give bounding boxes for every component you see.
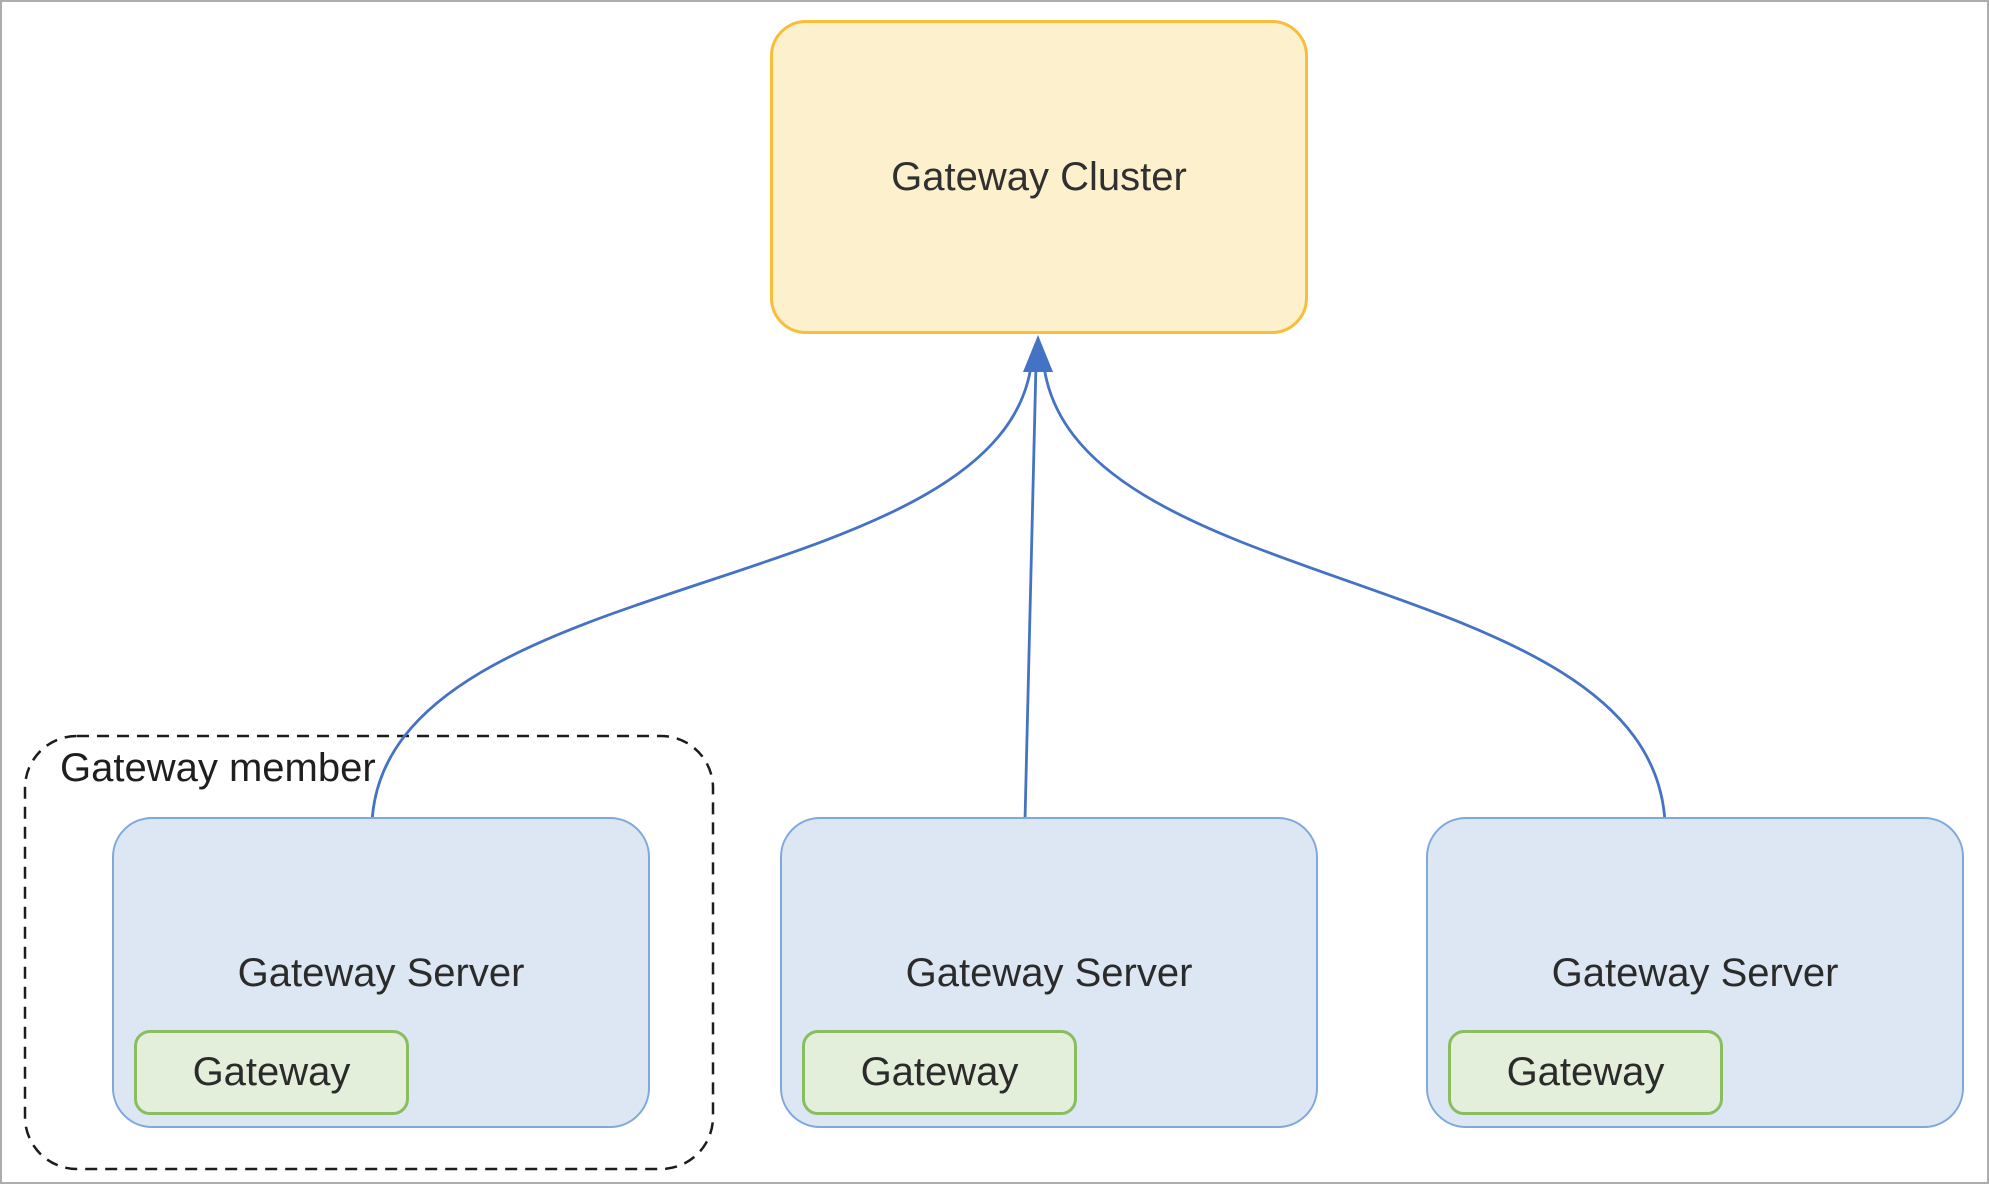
gateway-box-3: Gateway (1448, 1030, 1723, 1115)
gateway-server-label: Gateway Server (905, 951, 1193, 995)
gateway-label: Gateway (1506, 1050, 1665, 1094)
gateway-server-box-3: Gateway Server Gateway (1426, 817, 1964, 1128)
gateway-box-1: Gateway (134, 1030, 409, 1115)
gateway-server-label: Gateway Server (1551, 951, 1839, 995)
gateway-server-label: Gateway Server (237, 951, 525, 995)
gateway-member-group-label: Gateway member (60, 746, 376, 790)
connector-middle-server-to-cluster (1023, 362, 1038, 822)
gateway-server-box-2: Gateway Server Gateway (780, 817, 1318, 1128)
connector-right-server-to-cluster (1041, 356, 1667, 824)
gateway-label: Gateway (192, 1050, 351, 1094)
connector-left-server-to-cluster (370, 356, 1034, 824)
gateway-box-2: Gateway (802, 1030, 1077, 1115)
gateway-server-box-1: Gateway Server Gateway (112, 817, 650, 1128)
arrowhead-up-icon (1023, 335, 1053, 372)
gateway-cluster-label: Gateway Cluster (891, 154, 1187, 199)
gateway-cluster-box: Gateway Cluster (770, 20, 1308, 334)
gateway-label: Gateway (860, 1050, 1019, 1094)
